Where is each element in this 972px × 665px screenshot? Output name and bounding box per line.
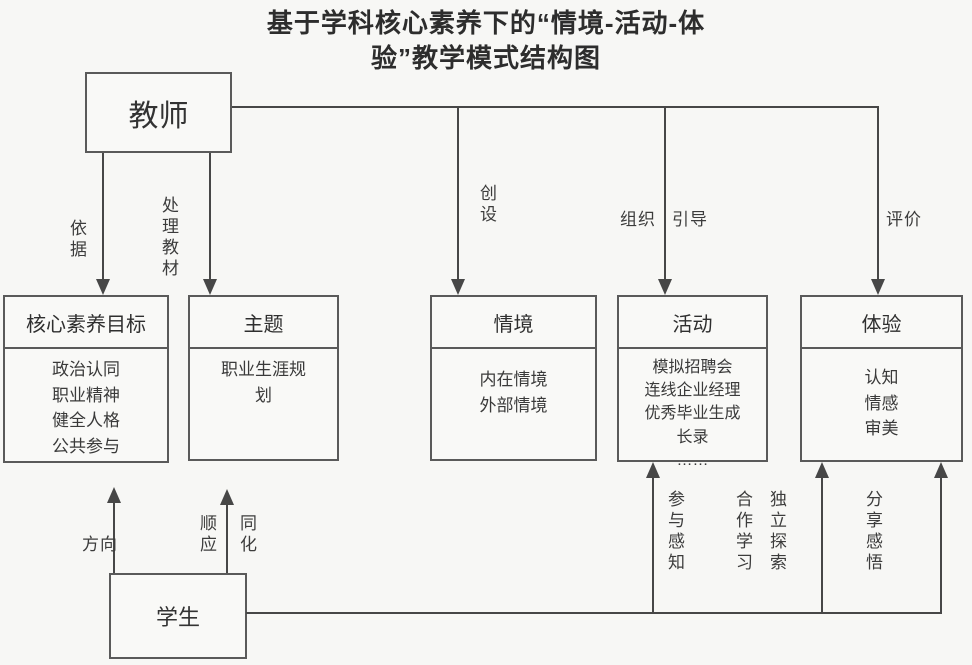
core-line: 政治认同 [52,360,120,379]
core-competency-node: 核心素养目标 政治认同 职业精神 健全人格 公共参与 [3,295,169,463]
theme-title: 主题 [190,297,337,349]
edge-label-participate-perceive: 参与感知 [665,490,684,574]
situation-title: 情境 [432,297,595,349]
edge-evaluate-line [877,106,879,280]
arrow-up-icon [646,462,660,478]
teacher-output-line [232,106,879,108]
arrow-down-icon [658,279,672,295]
edge-label-create: 创设 [477,184,496,226]
arrow-down-icon [96,279,110,295]
edge-process-line [209,153,211,280]
edge-label-guide: 引导 [672,210,708,229]
experience-line: 情感 [864,393,899,413]
edge-direction-line [113,503,115,573]
core-competency-title: 核心素养目标 [5,297,167,349]
student-output-line [246,612,942,614]
edge-label-assimilate: 同化 [237,514,256,556]
core-line: 公共参与 [52,436,120,456]
student-node: 学生 [109,573,247,659]
student-label: 学生 [155,605,200,630]
activity-line: 优秀毕业生成长录 [644,405,741,446]
edge-basis-line [102,153,104,280]
arrow-down-icon [451,279,465,295]
arrow-up-icon [220,489,234,505]
diagram-title-line1: 基于学科核心素养下的“情境-活动-体 [266,8,706,38]
edge-label-share-insight: 分享感悟 [863,490,882,574]
edge-label-accommodate: 顺应 [197,514,216,556]
edge-assimilate-line [226,505,228,573]
situation-line: 外部情境 [479,395,548,415]
teacher-label: 教师 [128,99,189,133]
activity-line: 连线企业经理 [644,382,741,400]
arrow-up-icon [107,487,121,503]
edge-share-line-right [940,478,942,614]
experience-body: 认知 情感 审美 [802,349,961,442]
edge-label-organize: 组织 [620,210,656,229]
diagram-title-line2: 验”教学模式结构图 [370,43,601,74]
activity-body: 模拟招聘会 连线企业经理 优秀毕业生成长录 …… [619,349,766,472]
arrow-up-icon [815,462,829,478]
arrow-down-icon [203,279,217,295]
arrow-down-icon [871,279,885,295]
activity-title: 活动 [619,297,766,349]
activity-line: 模拟招聘会 [652,359,733,376]
edge-label-direction: 方向 [82,535,118,554]
edge-organize-line [664,106,666,280]
activity-node: 活动 模拟招聘会 连线企业经理 优秀毕业生成长录 …… [617,295,768,469]
theme-line: 职业生涯规划 [220,360,306,405]
theme-body: 职业生涯规划 [190,349,337,408]
diagram-title: 基于学科核心素养下的“情境-活动-体 验”教学模式结构图 [0,6,972,76]
edge-label-evaluate: 评价 [886,210,922,229]
core-line: 职业精神 [52,385,120,405]
edge-label-process-material: 处理教材 [159,196,178,280]
edge-participate-line [652,478,654,612]
situation-line: 内在情境 [479,370,548,389]
activity-line: …… [676,451,709,469]
experience-node: 体验 认知 情感 审美 [800,295,963,462]
situation-body: 内在情境 外部情境 [432,349,595,418]
situation-node: 情境 内在情境 外部情境 [430,295,597,461]
edge-create-line [457,106,459,280]
theme-node: 主题 职业生涯规划 [188,295,339,461]
edge-share-line [821,478,823,612]
edge-label-independent-explore: 独立探索 [767,490,786,574]
edge-label-basis: 依据 [67,219,86,261]
experience-title: 体验 [802,297,961,349]
arrow-up-icon [934,462,948,478]
core-line: 健全人格 [52,411,120,430]
teacher-node: 教师 [85,72,232,153]
experience-line: 认知 [864,368,899,387]
edge-label-cooperative-learning: 合作学习 [733,490,752,574]
core-competency-body: 政治认同 职业精神 健全人格 公共参与 [5,349,167,459]
experience-line: 审美 [864,419,899,438]
